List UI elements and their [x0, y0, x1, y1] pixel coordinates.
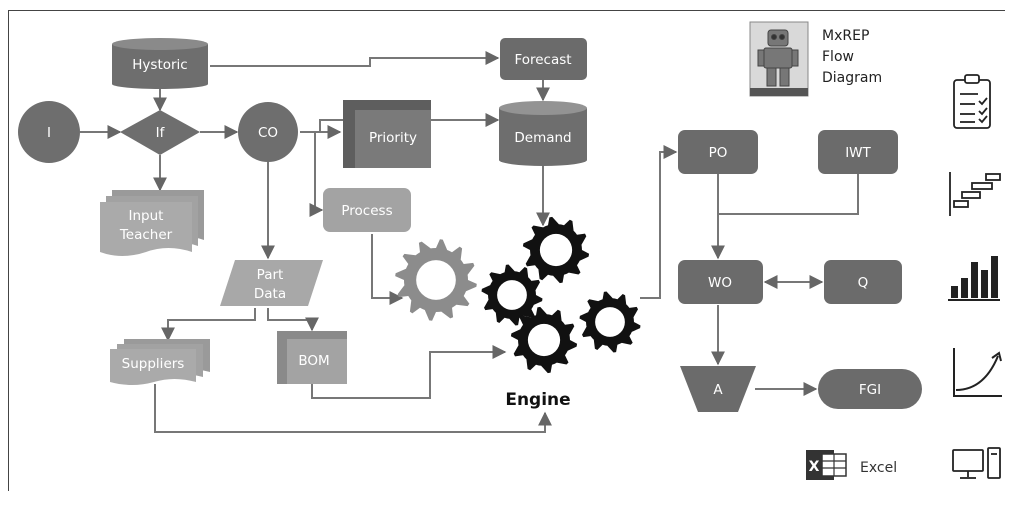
bom-node: BOM [277, 331, 347, 384]
iwt-node: IWT [818, 130, 898, 174]
part-data-node: Part Data [220, 260, 323, 306]
po-node: PO [678, 130, 758, 174]
hystoric-node: Hystoric [112, 38, 208, 89]
co-label: CO [258, 125, 278, 141]
line-iwt-merge [718, 174, 858, 214]
mxrep-logo-image [750, 22, 808, 96]
input-teacher-label-1: Input [129, 208, 164, 224]
excel-letter: X [809, 459, 820, 475]
title-line-3: Diagram [822, 70, 882, 86]
forecast-label: Forecast [514, 52, 571, 68]
excel-icon: X [806, 450, 846, 480]
gear-right-icon [580, 292, 641, 353]
clipboard-checklist-icon [954, 75, 990, 128]
desktop-computer-icon [953, 448, 1000, 478]
iwt-label: IWT [845, 145, 871, 161]
fgi-label: FGI [859, 382, 881, 398]
fgi-node: FGI [818, 369, 922, 409]
excel-label: Excel [860, 460, 897, 476]
process-node: Process [323, 188, 411, 232]
gear-large-icon [395, 239, 477, 321]
process-label: Process [341, 203, 392, 219]
part-data-label-2: Data [254, 286, 286, 302]
title-line-1: MxREP [822, 28, 869, 44]
gear-top-icon [523, 217, 589, 283]
a-node: A [680, 366, 756, 412]
demand-label: Demand [514, 130, 571, 146]
arrow-process-engine [372, 234, 402, 298]
input-teacher-label-2: Teacher [119, 227, 173, 243]
arrow-engine-po [640, 152, 676, 298]
part-data-label-1: Part [257, 267, 284, 283]
arrow-partdata-bom [268, 308, 312, 330]
engine-label: Engine [505, 390, 570, 410]
forecast-node: Forecast [500, 38, 587, 80]
suppliers-label: Suppliers [122, 356, 185, 372]
i-label: I [47, 125, 51, 141]
arrow-co-process [310, 132, 322, 210]
i-node: I [18, 101, 80, 163]
if-label: If [156, 125, 166, 141]
bar-chart-icon [948, 256, 1000, 301]
wo-node: WO [678, 260, 763, 304]
q-label: Q [858, 275, 869, 291]
if-node: If [120, 110, 200, 155]
po-label: PO [709, 145, 728, 161]
hystoric-label: Hystoric [132, 57, 187, 73]
gantt-chart-icon [950, 172, 1000, 216]
bom-label: BOM [298, 353, 329, 369]
priority-label: Priority [369, 130, 417, 146]
q-node: Q [824, 260, 902, 304]
engine-gears [395, 217, 640, 373]
suppliers-node: Suppliers [110, 339, 210, 385]
demand-node: Demand [499, 101, 587, 166]
wo-label: WO [708, 275, 732, 291]
gear-bottom-icon [511, 307, 577, 373]
priority-node: Priority [343, 100, 431, 168]
title-line-2: Flow [822, 49, 854, 65]
co-node: CO [238, 102, 298, 162]
input-teacher-node: Input Teacher [100, 190, 204, 256]
arrow-hystoric-forecast [210, 58, 498, 66]
growth-curve-icon [954, 348, 1002, 396]
a-label: A [713, 382, 723, 398]
arrow-suppliers-engine [155, 384, 545, 432]
arrow-partdata-suppliers [168, 308, 255, 340]
